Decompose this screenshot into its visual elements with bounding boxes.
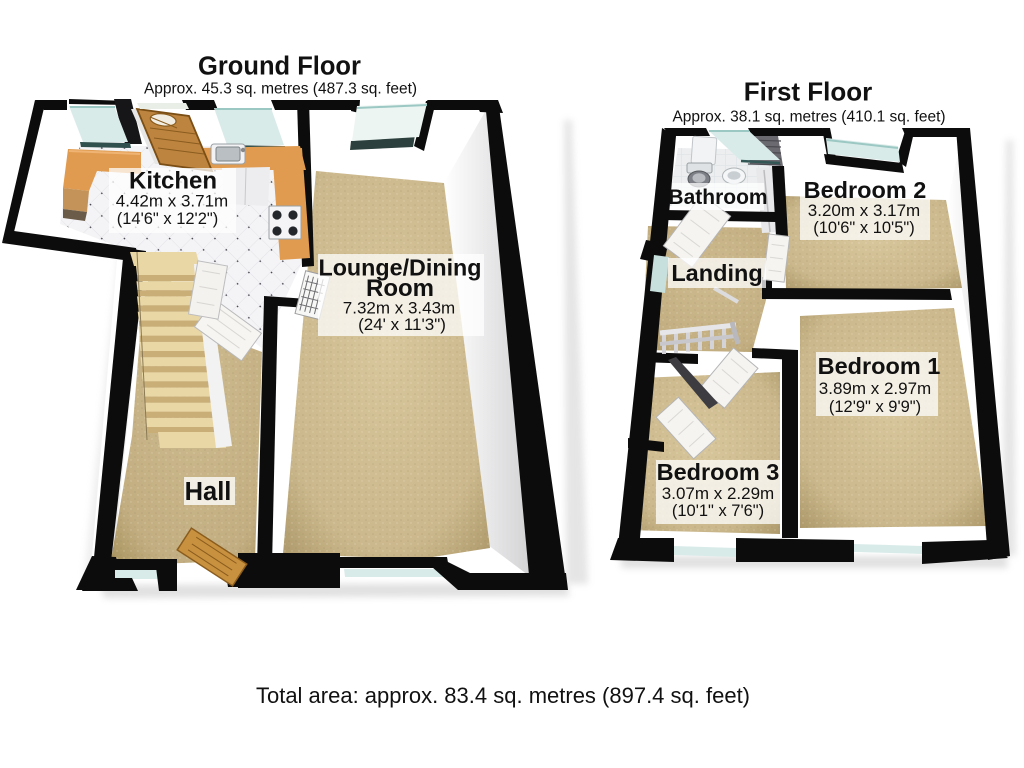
svg-text:Approx. 38.1 sq. metres (410.1: Approx. 38.1 sq. metres (410.1 sq. feet) bbox=[672, 109, 945, 126]
svg-text:Bedroom 1: Bedroom 1 bbox=[818, 353, 941, 379]
svg-text:4.42m x 3.71m: 4.42m x 3.71m bbox=[116, 192, 228, 211]
svg-text:(14'6" x 12'2"): (14'6" x 12'2") bbox=[117, 210, 218, 228]
svg-text:Bathroom: Bathroom bbox=[668, 186, 767, 209]
svg-text:(12'9" x 9'9"): (12'9" x 9'9") bbox=[829, 398, 921, 416]
svg-text:Kitchen: Kitchen bbox=[129, 168, 217, 195]
svg-text:Lounge/Dining: Lounge/Dining bbox=[318, 255, 481, 281]
svg-text:Bedroom 2: Bedroom 2 bbox=[804, 177, 927, 203]
svg-text:Total area: approx. 83.4 sq. m: Total area: approx. 83.4 sq. metres (897… bbox=[256, 683, 750, 708]
svg-text:3.07m x 2.29m: 3.07m x 2.29m bbox=[662, 484, 774, 503]
svg-text:(10'6" x 10'5"): (10'6" x 10'5") bbox=[813, 219, 914, 237]
svg-text:3.20m x 3.17m: 3.20m x 3.17m bbox=[808, 201, 920, 220]
svg-text:7.32m x 3.43m: 7.32m x 3.43m bbox=[343, 299, 455, 318]
svg-text:Landing: Landing bbox=[671, 260, 762, 286]
svg-text:Bedroom 3: Bedroom 3 bbox=[657, 459, 780, 485]
svg-text:Approx. 45.3 sq. metres (487.3: Approx. 45.3 sq. metres (487.3 sq. feet) bbox=[144, 81, 417, 98]
svg-text:(24' x 11'3"): (24' x 11'3") bbox=[358, 315, 446, 334]
svg-text:(10'1" x 7'6"): (10'1" x 7'6") bbox=[672, 502, 764, 520]
svg-text:Hall: Hall bbox=[185, 478, 232, 506]
svg-text:Room: Room bbox=[366, 275, 434, 302]
svg-text:Ground Floor: Ground Floor bbox=[198, 53, 361, 81]
svg-text:3.89m x 2.97m: 3.89m x 2.97m bbox=[819, 379, 931, 398]
svg-text:First Floor: First Floor bbox=[744, 77, 873, 107]
